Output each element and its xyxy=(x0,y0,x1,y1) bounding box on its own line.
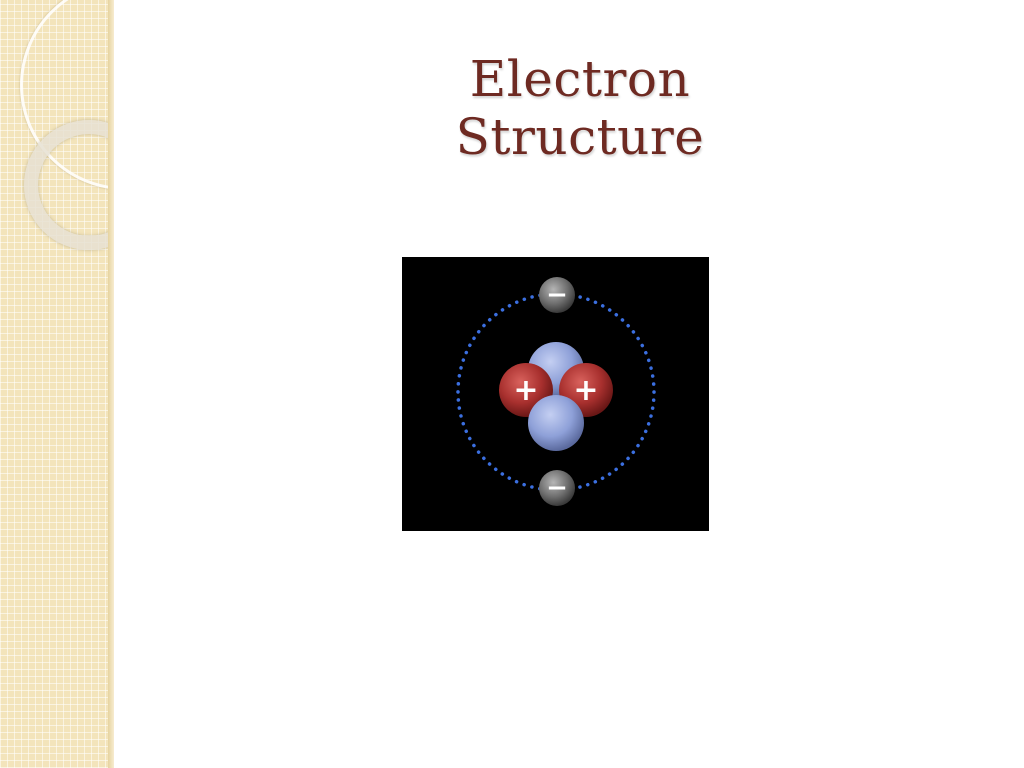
proton-right-symbol: + xyxy=(573,373,598,408)
electron-top-symbol: − xyxy=(546,280,568,310)
slide-title: Electron Structure xyxy=(455,50,705,166)
atom-diagram: + + − − xyxy=(402,257,709,531)
electron-top: − xyxy=(539,277,575,313)
sidebar-edge xyxy=(108,0,114,768)
decorative-sidebar xyxy=(0,0,114,768)
electron-bottom: − xyxy=(539,470,575,506)
electron-bottom-symbol: − xyxy=(546,473,568,503)
proton-left-symbol: + xyxy=(513,373,538,408)
neutron-bottom xyxy=(528,395,584,451)
